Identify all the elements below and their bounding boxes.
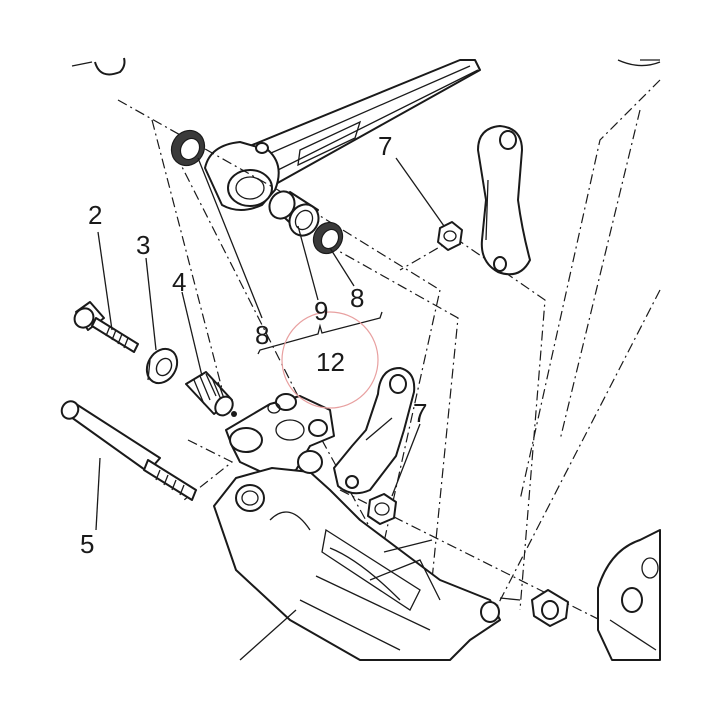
mounting-block <box>225 393 335 477</box>
frame-fragment-bottom-right <box>531 529 661 661</box>
seal-ring-8-left <box>170 129 206 167</box>
callout-4: 4 <box>172 267 186 297</box>
bearing-9 <box>268 190 320 237</box>
group-bracket-12 <box>257 311 383 355</box>
pin-5 <box>60 400 197 501</box>
bracket-plate-upper <box>477 125 531 276</box>
frame-fragment-top-right <box>617 59 661 67</box>
leader-lines <box>95 157 445 661</box>
callout-2: 2 <box>88 200 102 230</box>
callout-9: 9 <box>314 296 328 326</box>
callout-8-left: 8 <box>255 320 269 350</box>
spring-4 <box>185 371 237 417</box>
callout-8-right: 8 <box>350 283 364 313</box>
linkage-arm <box>204 59 481 211</box>
callout-5: 5 <box>80 529 94 559</box>
callout-7-lower: 7 <box>413 398 427 428</box>
main-frame <box>213 450 521 661</box>
bolt-2 <box>73 301 139 353</box>
nut-7-lower <box>367 493 397 525</box>
callout-7-upper: 7 <box>378 131 392 161</box>
bracket-plate-lower <box>333 367 416 495</box>
callout-3: 3 <box>136 230 150 260</box>
callout-12: 12 <box>316 347 345 377</box>
highlight-circle <box>281 311 379 409</box>
nut-7-upper <box>437 221 463 251</box>
washer-3 <box>145 347 179 385</box>
seal-ring-8-right <box>312 221 344 255</box>
frame-fragment-top-left <box>71 57 126 76</box>
